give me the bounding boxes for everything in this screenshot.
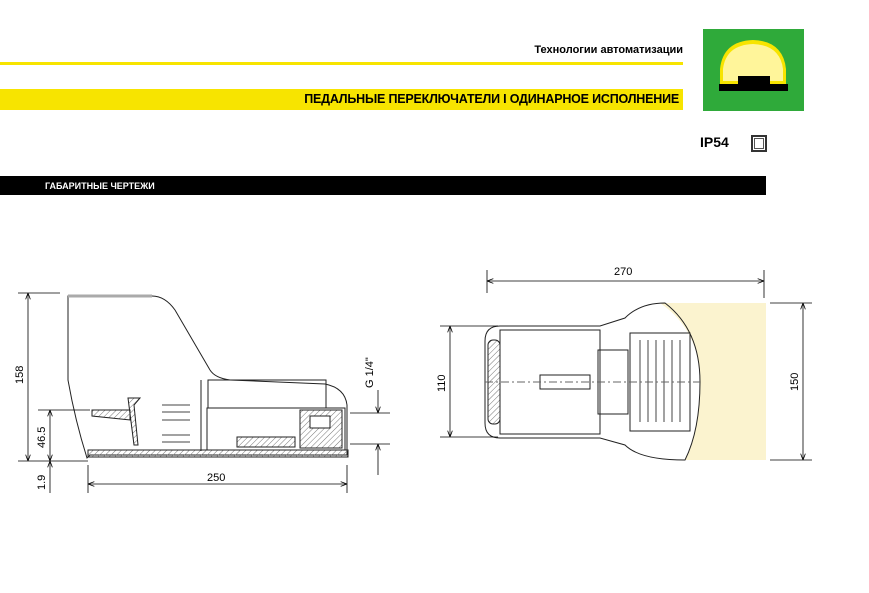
- top-view-drawing: [484, 302, 766, 461]
- dim-pedal-height-label: 46.5: [36, 427, 48, 448]
- side-view-drawing: [67, 294, 349, 459]
- dim-outer-label: 150: [789, 373, 801, 391]
- header-divider: [0, 62, 683, 65]
- title-band: ПЕДАЛЬНЫЕ ПЕРЕКЛЮЧАТЕЛИ I ОДИНАРНОЕ ИСПО…: [0, 89, 683, 110]
- dim-height-label: 158: [14, 366, 26, 384]
- dim-inner-label: 110: [436, 374, 448, 392]
- ip-rating: IP54: [700, 134, 729, 150]
- dim-length-label: 250: [207, 472, 225, 484]
- side-view-dimensions: [18, 292, 390, 493]
- dim-width-label: 270: [614, 266, 632, 278]
- section-title: ГАБАРИТНЫЕ ЧЕРТЕЖИ: [45, 181, 155, 191]
- page-title: ПЕДАЛЬНЫЕ ПЕРЕКЛЮЧАТЕЛИ I ОДИНАРНОЕ ИСПО…: [304, 92, 679, 106]
- dim-base-label: 1.9: [36, 475, 48, 490]
- company-tagline: Технологии автоматизации: [534, 44, 683, 56]
- pedal-icon: [719, 40, 788, 91]
- dim-port-label: G 1/4": [364, 357, 376, 388]
- product-logo: [703, 29, 804, 111]
- section-bar: ГАБАРИТНЫЕ ЧЕРТЕЖИ: [0, 176, 766, 195]
- ip-rating-icon: [751, 135, 767, 152]
- top-view-dimensions: [440, 270, 812, 461]
